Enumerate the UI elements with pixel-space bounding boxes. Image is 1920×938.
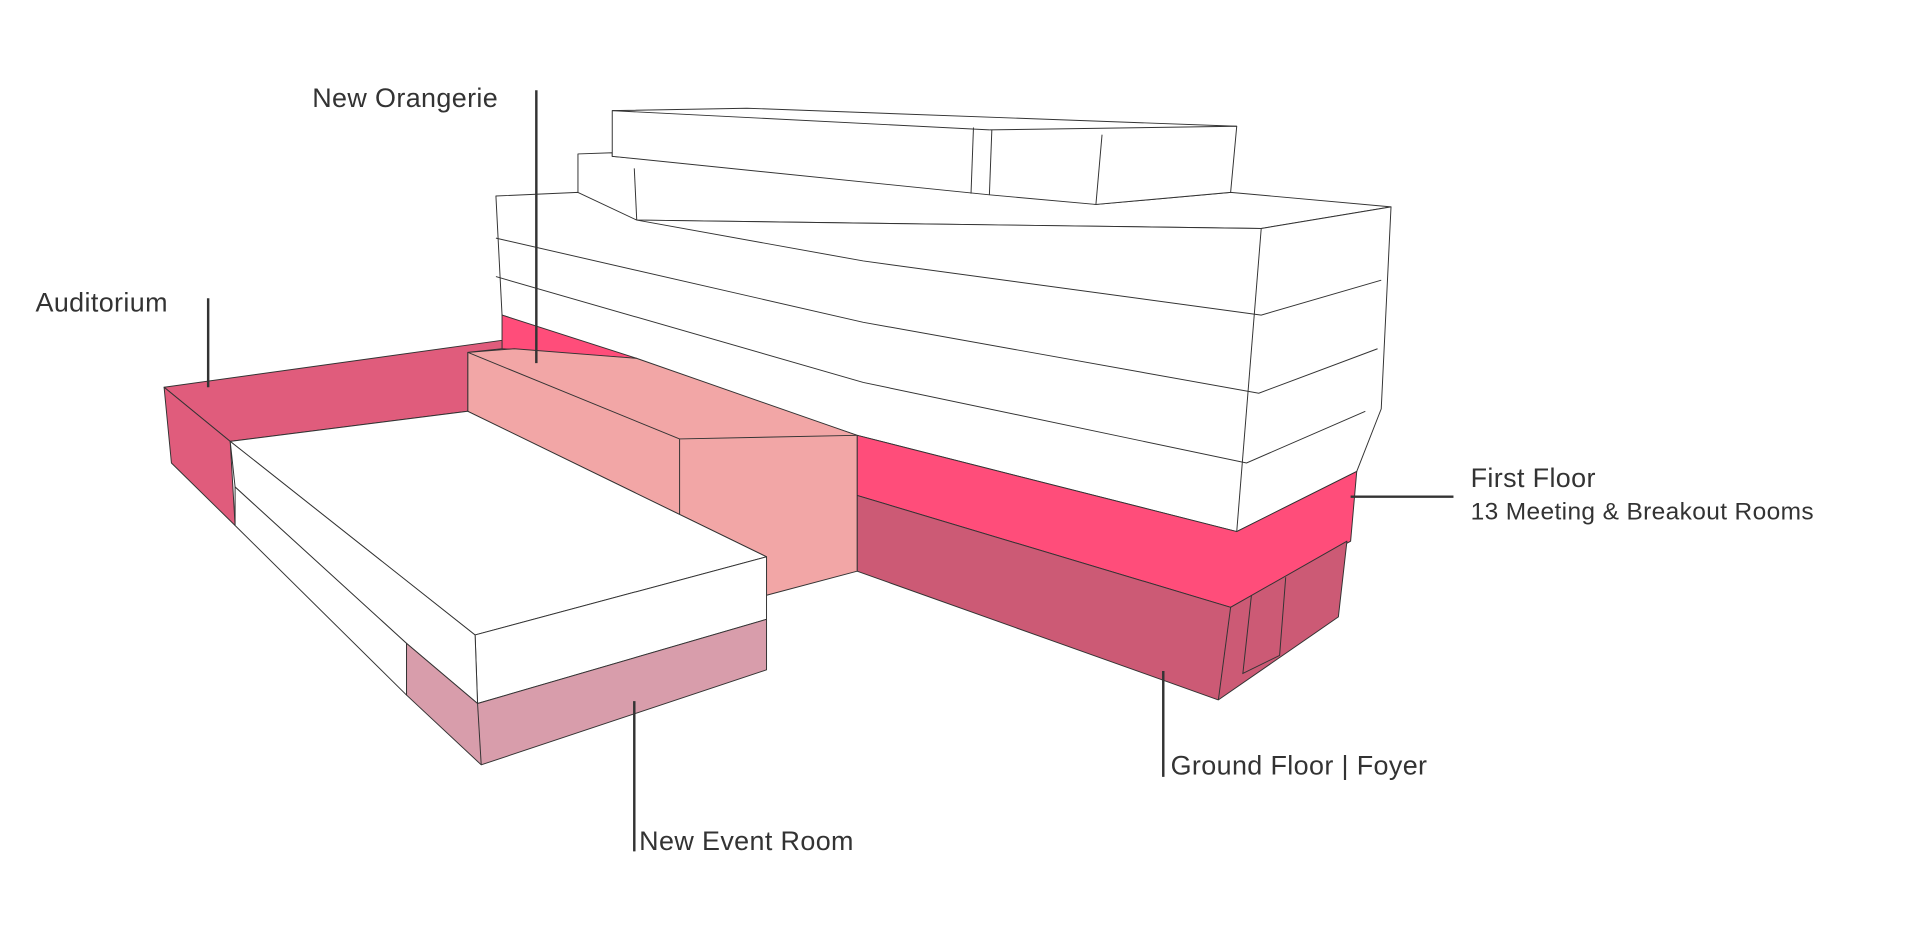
label-auditorium: Auditorium	[36, 288, 168, 318]
auditorium-volume	[163, 339, 503, 527]
event-room-volume	[229, 410, 768, 766]
label-first-floor-sub: 13 Meeting & Breakout Rooms	[1471, 499, 1814, 526]
roof-volumes	[577, 107, 1392, 229]
label-new-event-room: New Event Room	[639, 826, 854, 856]
label-ground-floor: Ground Floor | Foyer	[1171, 751, 1428, 781]
label-first-floor: First Floor	[1471, 463, 1596, 493]
label-new-orangerie: New Orangerie	[312, 83, 498, 113]
